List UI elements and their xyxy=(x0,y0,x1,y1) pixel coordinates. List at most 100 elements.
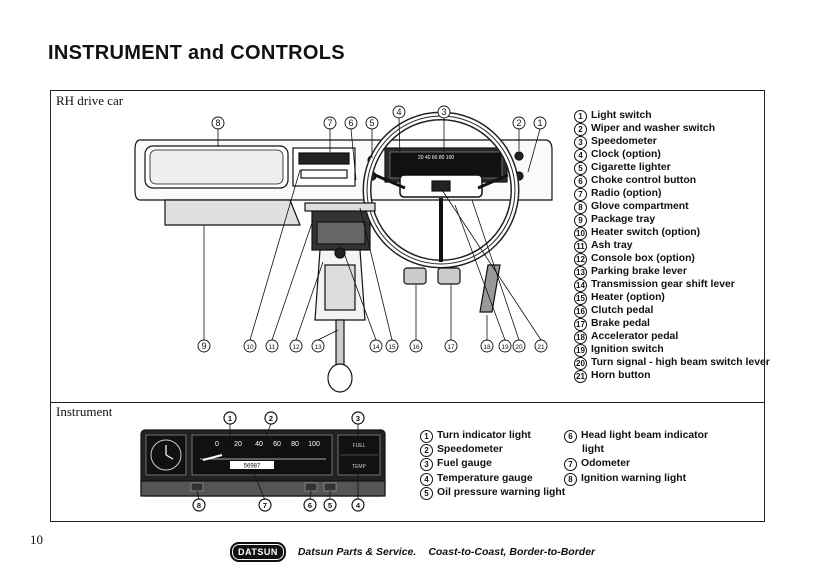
legend-number: 7 xyxy=(574,188,587,201)
legend-text: Brake pedal xyxy=(591,318,650,329)
legend-number: 8 xyxy=(574,201,587,214)
legend-text: light xyxy=(582,444,604,456)
legend-item: 12 Console box (option) xyxy=(574,253,770,266)
legend-text: Choke control button xyxy=(591,175,697,186)
legend-number: 12 xyxy=(574,253,587,266)
legend-item: 16 Clutch pedal xyxy=(574,305,770,318)
instrument-section-label: Instrument xyxy=(56,404,113,419)
legend-number: 20 xyxy=(574,357,587,370)
legend-item: 5 Cigarette lighter xyxy=(574,162,770,175)
legend-number: 3 xyxy=(574,136,587,149)
legend-text: Clutch pedal xyxy=(591,305,654,316)
legend-number: 6 xyxy=(564,430,577,443)
legend-number: 19 xyxy=(574,344,587,357)
legend-text: Ignition warning light xyxy=(581,472,687,484)
legend-text: Turn indicator light xyxy=(437,430,531,441)
legend-item: 18 Accelerator pedal xyxy=(574,331,770,344)
legend-text: Package tray xyxy=(591,214,656,225)
legend-item: 15 Heater (option) xyxy=(574,292,770,305)
legend-item: 8 Ignition warning light xyxy=(564,472,708,486)
legend-text: Glove compartment xyxy=(591,201,689,212)
legend-number: 8 xyxy=(564,472,577,486)
legend-text: Wiper and washer switch xyxy=(591,123,716,134)
legend-item: 3 Speedometer xyxy=(574,136,770,149)
legend-number: 1 xyxy=(574,110,587,123)
legend-item: 4 Clock (option) xyxy=(574,149,770,162)
legend-number: 11 xyxy=(574,240,587,253)
legend-text: Transmission gear shift lever xyxy=(591,279,735,290)
legend-text: Speedometer xyxy=(591,136,657,147)
legend-item: 20 Turn signal - high beam switch lever xyxy=(574,357,770,370)
legend-number: 13 xyxy=(574,266,587,279)
legend-item: 5 Oil pressure warning light xyxy=(420,486,565,500)
controls-section-label: RH drive car xyxy=(56,93,124,108)
legend-text: Fuel gauge xyxy=(437,458,492,470)
legend-item: 21 Horn button xyxy=(574,370,770,383)
legend-number: 3 xyxy=(420,458,433,472)
legend-text: Oil pressure warning light xyxy=(437,486,566,498)
legend-item: 2 Wiper and washer switch xyxy=(574,123,770,136)
legend-item: 14 Transmission gear shift lever xyxy=(574,279,770,292)
legend-text: Speedometer xyxy=(437,444,503,456)
legend-number: 15 xyxy=(574,292,587,305)
legend-number: 9 xyxy=(574,214,587,227)
legend-item: 1 Turn indicator light xyxy=(420,429,565,443)
legend-text: Light switch xyxy=(591,110,652,121)
legend-number: 16 xyxy=(574,305,587,318)
legend-item: 11 Ash tray xyxy=(574,240,770,253)
legend-item: 17 Brake pedal xyxy=(574,318,770,331)
legend-number: 5 xyxy=(574,162,587,175)
legend-item: 1 Light switch xyxy=(574,110,770,123)
legend-text: Temperature gauge xyxy=(437,472,533,484)
legend-number: 4 xyxy=(574,149,587,162)
legend-item: 8 Glove compartment xyxy=(574,201,770,214)
legend-item: 3 Fuel gauge xyxy=(420,457,565,472)
legend-text: Odometer xyxy=(581,458,631,470)
legend-number: 4 xyxy=(420,472,433,486)
controls-legend: 1 Light switch 2 Wiper and washer switch 3… xyxy=(574,110,770,383)
legend-number: 2 xyxy=(574,123,587,136)
legend-text: Ignition switch xyxy=(591,344,664,355)
datsun-logo: DATSUN xyxy=(230,542,286,562)
instrument-legend-left: 1 Turn indicator light 2 Speedometer 3 Fuel… xyxy=(420,429,565,500)
legend-text: Console box (option) xyxy=(591,253,695,264)
figure-frame xyxy=(50,90,765,522)
legend-text: Heater (option) xyxy=(591,292,665,303)
legend-number: 18 xyxy=(574,331,587,344)
legend-text: Turn signal - high beam switch lever xyxy=(591,357,770,368)
legend-number: 21 xyxy=(574,370,587,383)
legend-text: Horn button xyxy=(591,370,651,381)
legend-item: 19 Ignition switch xyxy=(574,344,770,357)
footer: DATSUN Datsun Parts & Service. Coast-to-… xyxy=(230,542,595,562)
footer-text-left: Datsun Parts & Service. xyxy=(297,546,417,558)
legend-text: Cigarette lighter xyxy=(591,162,671,173)
legend-text: Accelerator pedal xyxy=(591,331,679,342)
legend-item: 6 Choke control button xyxy=(574,175,770,188)
legend-text: Radio (option) xyxy=(591,188,662,199)
legend-number: 6 xyxy=(574,175,587,188)
legend-item-continued: light xyxy=(564,443,708,457)
svg-text:20 40 60 80 100: 20 40 60 80 100 xyxy=(418,155,454,161)
legend-text: Heater switch (option) xyxy=(591,227,701,238)
legend-number: 1 xyxy=(420,430,433,443)
page-title: INSTRUMENT and CONTROLS xyxy=(48,42,345,64)
legend-item: 4 Temperature gauge xyxy=(420,472,565,486)
legend-text: Ash tray xyxy=(591,240,633,251)
section-divider xyxy=(50,402,765,403)
legend-number: 14 xyxy=(574,279,587,292)
legend-item: 10 Heater switch (option) xyxy=(574,227,770,240)
legend-text: Head light beam indicator xyxy=(581,430,709,441)
legend-number: 17 xyxy=(574,318,587,331)
legend-number: 5 xyxy=(420,486,433,500)
legend-item: 2 Speedometer xyxy=(420,443,565,458)
legend-text: Clock (option) xyxy=(591,149,661,160)
legend-number: 10 xyxy=(574,227,587,240)
legend-number: 2 xyxy=(420,444,433,458)
page-number: 10 xyxy=(30,532,43,547)
legend-item: 9 Package tray xyxy=(574,214,770,227)
footer-text-right: Coast-to-Coast, Border-to-Border xyxy=(428,546,596,558)
